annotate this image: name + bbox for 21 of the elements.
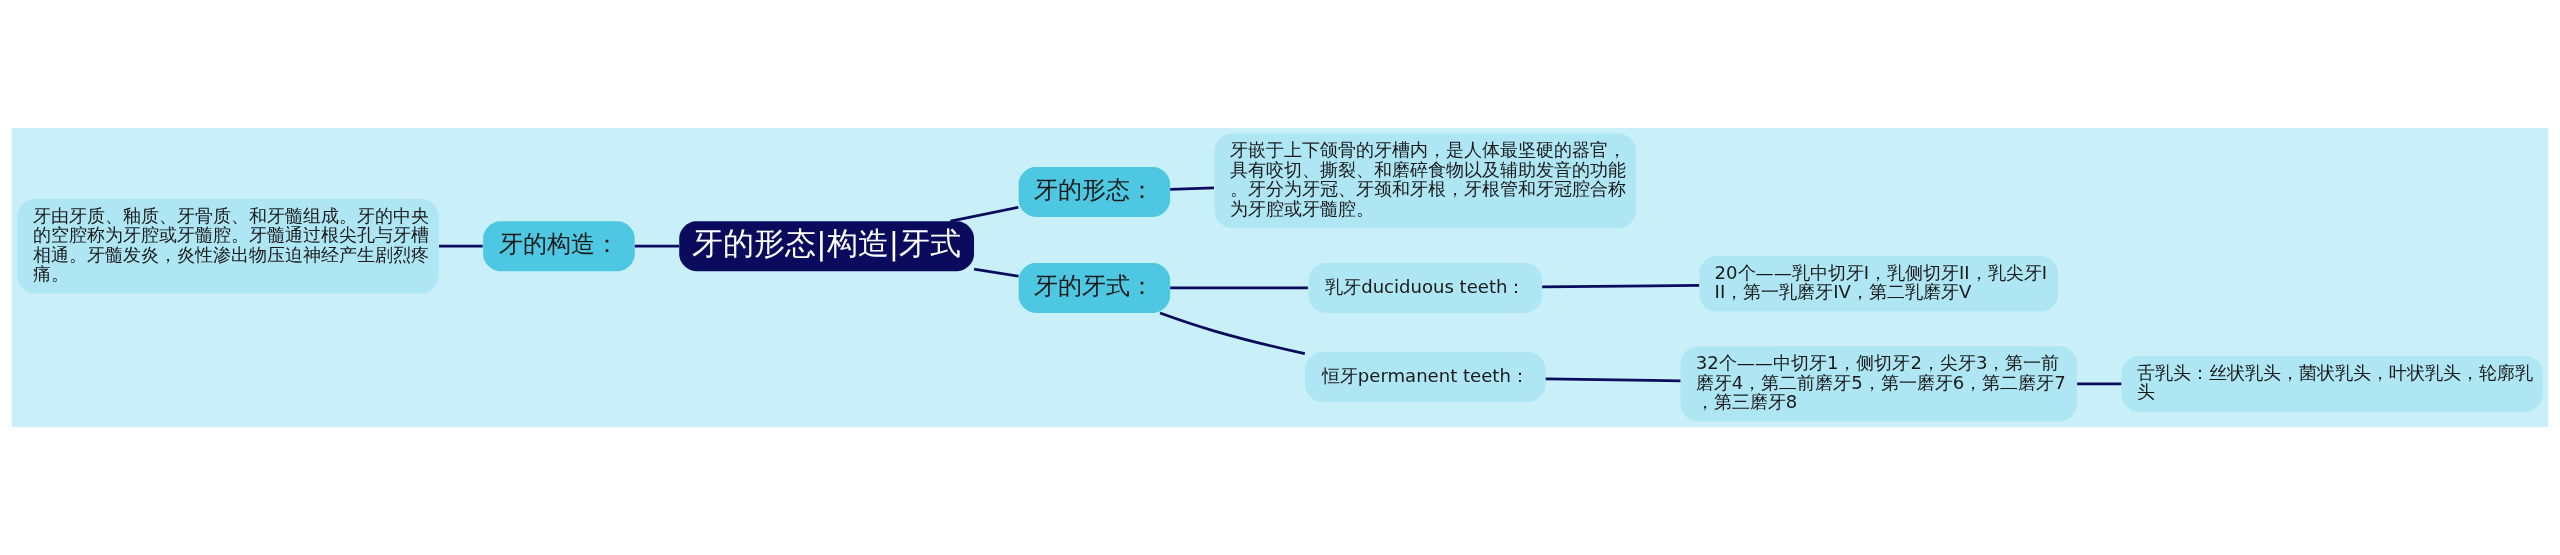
connector: [634, 244, 679, 248]
connector: [950, 205, 1019, 223]
node-box: 恒牙permanent teeth：: [1305, 351, 1546, 402]
node-box: 32个——中切牙1，侧切牙2，尖牙3，第一前磨牙4，第二前磨牙5，第一磨牙6，第二磨牙7，第三磨牙8: [1680, 346, 2077, 422]
connector: [1545, 377, 1681, 383]
node-box: 舌乳头：丝状乳头，菌状乳头，叶状乳头，轮廓乳头: [2121, 356, 2543, 412]
connector: [1159, 311, 1306, 356]
node-box: 乳牙duciduous teeth：: [1308, 262, 1543, 313]
connector: [1170, 186, 1215, 191]
node-box: 牙的构造：: [483, 221, 635, 272]
connector: [973, 267, 1019, 278]
node-box: 牙的牙式：: [1018, 262, 1171, 313]
connector: [439, 244, 483, 248]
connector: [1542, 284, 1700, 289]
node-box: 牙由牙质、釉质、牙骨质、和牙髓组成。牙的中央的空腔称为牙腔或牙髓腔。牙髓通过根尖孔与牙槽相通。牙髓发炎，炎性渗出物压迫神经产生剧烈疼痛。: [17, 198, 439, 294]
node-box: 牙的形态：: [1018, 166, 1171, 217]
node-box: 牙嵌于上下颌骨的牙槽内，是人体最坚硬的器官，具有咬切、撕裂、和磨碎食物以及辅助发音的功能。牙分为牙冠、牙颈和牙根，牙根管和牙冠腔合称为牙腔或牙髓腔。: [1214, 133, 1636, 229]
connector: [1170, 286, 1308, 290]
node-box: 牙的形态|构造|牙式: [679, 221, 975, 272]
node-box: 20个——乳中切牙I，乳侧切牙II，乳尖牙III，第一乳磨牙IV，第二乳磨牙V: [1699, 255, 2059, 312]
connector: [2077, 382, 2122, 386]
